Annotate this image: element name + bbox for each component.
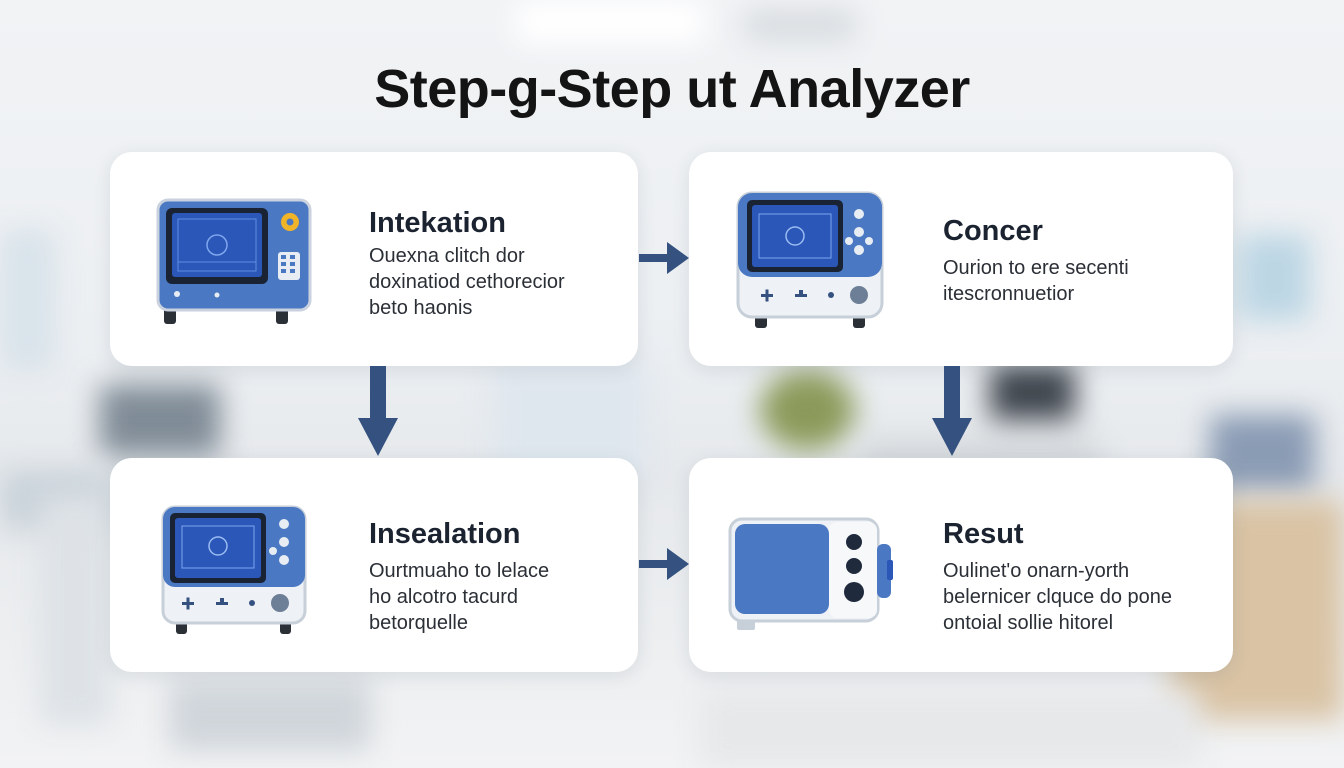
arrow-right-icon xyxy=(639,242,689,274)
wall-poster-left xyxy=(0,230,55,370)
background-monitor-right xyxy=(990,365,1075,420)
wall-poster-right xyxy=(1238,235,1310,320)
step-description-line: ho alcotro tacurd xyxy=(369,586,518,608)
background-floor xyxy=(700,690,1200,768)
arrow-down-icon xyxy=(358,366,398,456)
background-plant xyxy=(760,370,855,450)
background-monitor-left xyxy=(100,385,220,455)
step-title: Resut xyxy=(943,518,1024,550)
step-description-line: Ourion to ere secenti xyxy=(943,257,1129,279)
step-description-line: itescronnuetior xyxy=(943,283,1075,305)
page-title: Step-g-Step ut Analyzer xyxy=(374,59,970,119)
step-card-1: Intekation Ouexna clitch dor doxinatiod … xyxy=(110,152,638,366)
result-device-icon xyxy=(728,517,893,630)
step-description: Ourtmuaho to lelace ho alcotro tacurd be… xyxy=(369,558,549,636)
step-description-line: doxinatiod cethorecior xyxy=(369,271,565,293)
analyzer-console-icon xyxy=(736,191,884,328)
step-description-line: Ouexna clitch dor xyxy=(369,245,525,267)
step-description-line: Oulinet'o onarn-yorth xyxy=(943,560,1130,582)
ceiling-light xyxy=(515,0,705,44)
step-description-line: beto haonis xyxy=(369,297,473,319)
step-description-line: belernicer clquce do pone xyxy=(943,586,1173,608)
step-title: Concer xyxy=(943,215,1043,247)
step-description-line: ontoial sollie hitorel xyxy=(943,612,1114,634)
ceiling-vent xyxy=(745,10,855,40)
arrow-down-icon xyxy=(932,366,972,456)
step-title: Intekation xyxy=(369,207,506,239)
step-card-3: Insealation Ourtmuaho to lelace ho alcot… xyxy=(110,458,638,672)
step-card-2: Concer Ourion to ere secenti itescronnue… xyxy=(689,152,1233,366)
arrow-right-icon xyxy=(639,548,689,580)
step-card-4: Resut Oulinet'o onarn-yorth belernicer c… xyxy=(689,458,1233,672)
analyzer-monitor-icon xyxy=(156,198,312,324)
background-chair xyxy=(170,680,370,750)
step-description: Oulinet'o onarn-yorth belernicer clquce … xyxy=(943,558,1172,636)
step-description: Ouexna clitch dor doxinatiod cethorecior… xyxy=(369,243,565,321)
step-title: Insealation xyxy=(369,518,521,550)
step-description-line: Ourtmuaho to lelace xyxy=(369,560,550,582)
step-description-line: betorquelle xyxy=(369,612,468,634)
background-cabinet-left xyxy=(40,495,110,725)
step-description: Ourion to ere secenti itescronnuetior xyxy=(943,255,1129,307)
analyzer-console-icon xyxy=(161,505,307,634)
